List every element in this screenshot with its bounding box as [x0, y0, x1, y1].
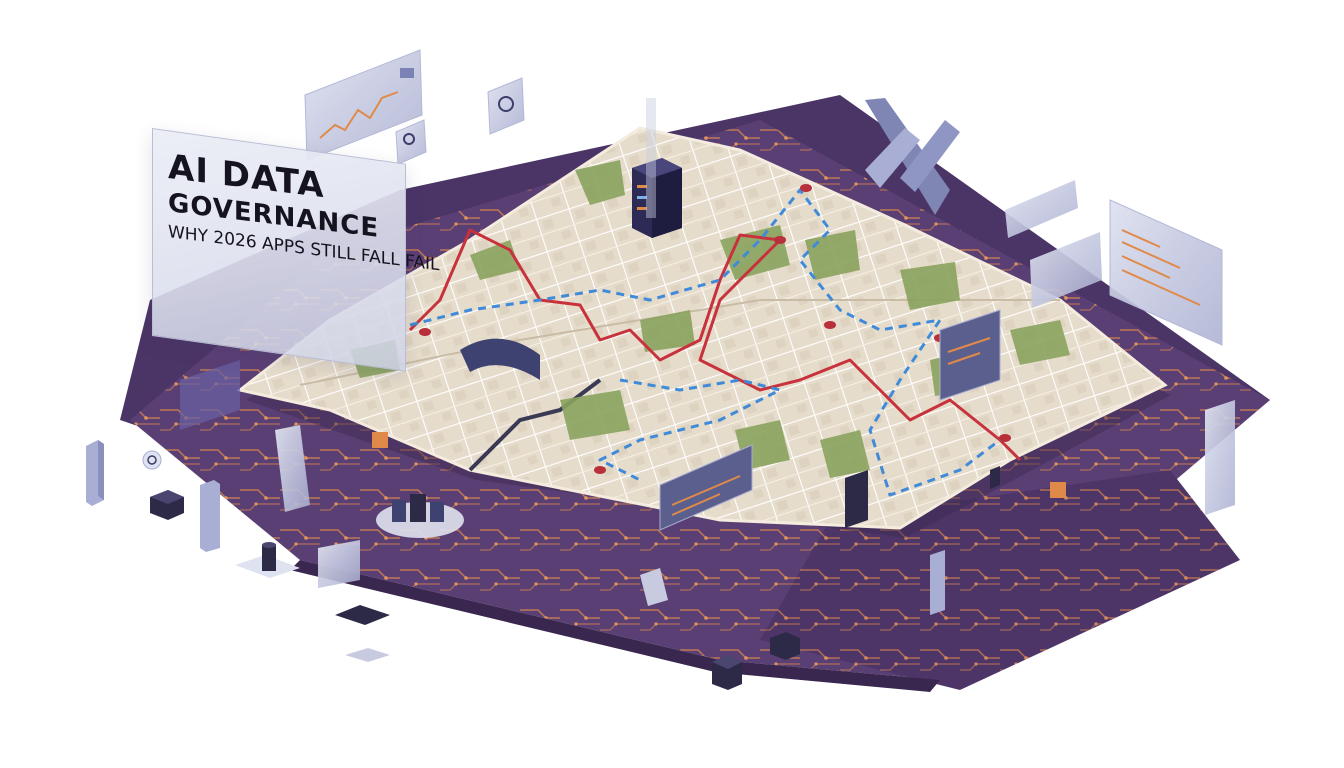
left-arch-panel: [275, 425, 310, 512]
clock-icon: [498, 96, 514, 112]
stacked-panels: [318, 540, 360, 588]
cube-dark-3: [770, 632, 800, 660]
chart-panel: [304, 49, 423, 161]
cube-dark-2: [712, 655, 742, 690]
clock-panel: [487, 77, 525, 135]
block-left-pillar-2: [200, 480, 220, 552]
right-blank-panel: [1005, 180, 1078, 238]
light-beam: [646, 98, 656, 218]
search-panel: [395, 119, 427, 165]
route-red: [408, 228, 1022, 462]
right-side-panel: [1205, 400, 1235, 515]
left-dark-card: [180, 360, 240, 430]
map-info-card-right: [939, 309, 1001, 401]
scattered-blocks: [86, 432, 1066, 690]
x-block-icon: [865, 98, 960, 215]
chart-icon: [319, 91, 399, 139]
right-info-panel: [1109, 199, 1223, 346]
right-mid-panel: [1030, 232, 1102, 308]
search-pin-icon: [142, 450, 162, 470]
orange-chip-icon: [372, 432, 1066, 498]
map-info-card-center: [659, 444, 753, 531]
cube-dark-1: [150, 490, 184, 520]
floor-tile-1: [335, 605, 390, 625]
street-map: [236, 126, 1171, 538]
floor-tile-2: [345, 648, 390, 662]
floating-panels: [180, 49, 1235, 531]
search-icon: [403, 133, 415, 145]
building-cluster: [376, 494, 464, 538]
server-tower-icon: [632, 158, 682, 238]
map-tear: [468, 378, 602, 472]
map-side-blocks: [640, 466, 1000, 615]
map-bridge: [460, 338, 540, 380]
route-blue: [409, 188, 1001, 497]
cylinder-icon: [262, 542, 276, 571]
block-left-pillar: [86, 440, 104, 506]
